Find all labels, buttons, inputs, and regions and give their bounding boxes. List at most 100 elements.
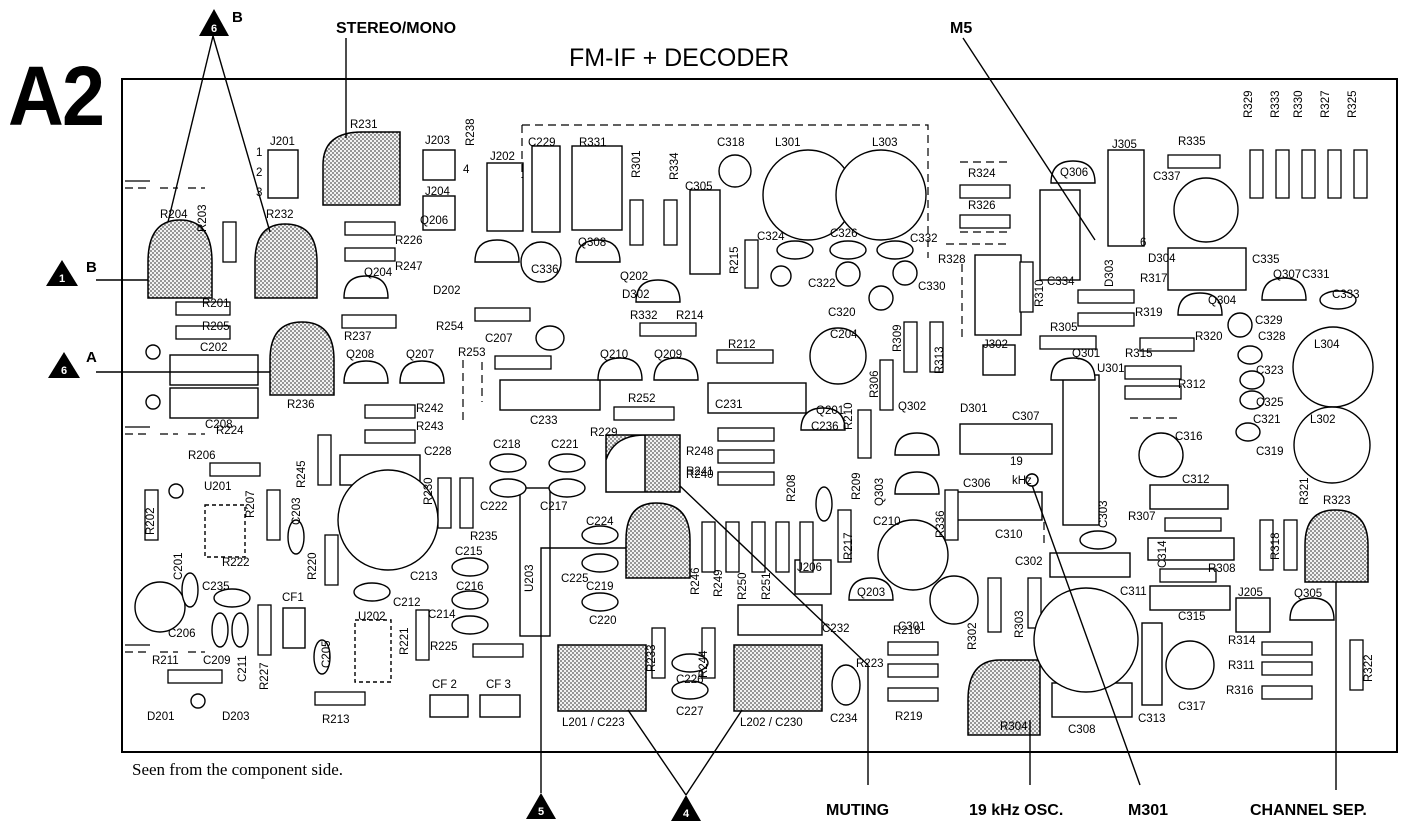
component-label-resistors: R203	[197, 205, 209, 233]
marker-6a-letter: A	[86, 349, 97, 366]
r239-pot	[625, 502, 691, 579]
component-label-resistors: R326	[968, 200, 996, 212]
resistor-body	[364, 429, 416, 444]
component-label-resistors: R238	[465, 119, 477, 147]
component-label-capacitors: C322	[808, 278, 836, 290]
component-label-resistors: R222	[222, 557, 250, 569]
component-label-capacitors: C302	[1015, 556, 1043, 568]
component-label-semis: Q304	[1208, 295, 1237, 307]
transistor-body	[1050, 160, 1096, 184]
component-label-capacitors: C334	[1047, 276, 1075, 288]
round-component	[835, 261, 861, 287]
component-label-resistors: R229	[590, 427, 618, 439]
marker-6b-letter: B	[232, 9, 243, 26]
capacitor-body	[831, 664, 861, 706]
component-label-capacitors: C328	[1258, 331, 1286, 343]
component-label-resistors: R319	[1135, 307, 1163, 319]
component-label-resistors: R250	[737, 573, 749, 601]
component-label-resistors: R217	[843, 533, 855, 561]
component-label-capacitors: C203	[291, 498, 303, 526]
component-label-capacitors: C318	[717, 137, 745, 149]
resistor-body	[716, 349, 774, 364]
component-label-resistors: R225	[430, 641, 458, 653]
resistor-body	[629, 199, 644, 246]
capacitor-body	[1079, 530, 1117, 550]
round-component	[892, 260, 918, 286]
marker-4-num: 4	[683, 808, 690, 820]
component-label-capacitors: C222	[480, 501, 508, 513]
capacitor-body	[581, 553, 619, 573]
component-label-resistors: R333	[1270, 91, 1282, 119]
marker-1b-num: 1	[59, 273, 65, 285]
component-label-capacitors: C208	[205, 419, 233, 431]
component-label-capacitors: C324	[757, 231, 785, 243]
transistor-body	[1289, 597, 1335, 621]
resistor-body	[1124, 365, 1182, 380]
component-label-resistors: R303	[1014, 611, 1026, 639]
resistor-body	[1259, 519, 1274, 571]
transistor-body	[399, 360, 445, 384]
pcb-outline	[121, 78, 1398, 753]
round-component	[1293, 406, 1371, 484]
transistor-body	[1177, 292, 1223, 316]
leader-lines	[96, 35, 1337, 796]
resistor-body	[324, 534, 339, 586]
component-label-resistors: R244	[698, 650, 710, 678]
capacitor-body	[181, 572, 199, 608]
capacitor-body	[313, 639, 331, 675]
component-label-capacitors: C234	[830, 713, 858, 725]
component-label-others: J305	[1112, 139, 1137, 151]
component-label-capacitors: C206	[168, 628, 196, 640]
component-label-resistors: R226	[395, 235, 423, 247]
page-title: FM-IF + DECODER	[569, 44, 790, 72]
component-label-resistors: R252	[628, 393, 656, 405]
capacitor-body	[451, 615, 489, 635]
component-label-capacitors: C314	[1157, 540, 1169, 568]
resistor-body	[639, 322, 697, 337]
component-label-capacitors: C325	[1256, 397, 1284, 409]
capacitor-body	[1235, 422, 1261, 442]
component-label-resistors: R321	[1299, 478, 1311, 506]
capacitor-body	[581, 525, 619, 545]
r236-pot	[269, 321, 335, 396]
component-label-capacitors: C306	[963, 478, 991, 490]
component-label-others: CF 3	[486, 679, 511, 691]
component-label-resistors: R313	[934, 347, 946, 375]
resistor-body	[1019, 261, 1034, 313]
component-label-resistors: R224	[216, 425, 244, 437]
capacitor-body	[353, 582, 391, 602]
component-label-resistors: R243	[416, 421, 444, 433]
resistor-body	[744, 239, 759, 289]
resistor-body	[344, 221, 396, 236]
component-label-others: L304	[1314, 339, 1340, 351]
component-label-capacitors: C213	[410, 571, 438, 583]
component-label-capacitors: C201	[173, 553, 185, 581]
resistor-body	[1167, 154, 1221, 169]
resistor-body	[1275, 149, 1290, 199]
component-label-resistors: R254	[436, 321, 464, 333]
component-label-resistors: R204	[160, 209, 188, 221]
component-label-capacitors: C312	[1182, 474, 1210, 486]
round-component	[718, 154, 752, 188]
resistor-body	[317, 434, 332, 486]
component-label-capacitors: C235	[202, 581, 230, 593]
capacitor-body	[451, 590, 489, 610]
round-component	[1138, 432, 1184, 478]
component-label-capacitors: C329	[1255, 315, 1283, 327]
pcb-edge-marks	[125, 180, 150, 646]
component-label-others: L201 / C223	[562, 717, 625, 729]
round-component	[929, 575, 979, 625]
component-label-resistors: R233	[646, 645, 658, 673]
component-label-resistors: R219	[895, 711, 923, 723]
transistor-body	[343, 360, 389, 384]
component-label-capacitors: C229	[528, 137, 556, 149]
marker-6a	[48, 352, 80, 378]
marker-6b-num: 6	[211, 23, 217, 35]
round-component	[809, 327, 867, 385]
component-label-semis: D303	[1104, 260, 1116, 288]
capacitor-body	[671, 653, 709, 673]
component-label-capacitors: C218	[493, 439, 521, 451]
component-label-resistors: R230	[423, 478, 435, 506]
component-label-capacitors: C330	[918, 281, 946, 293]
